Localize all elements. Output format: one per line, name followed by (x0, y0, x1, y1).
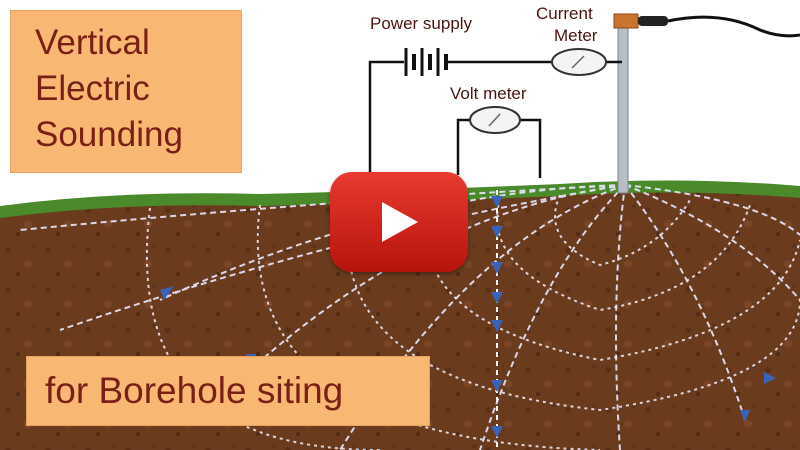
field-arrows (160, 196, 776, 438)
power-supply-label: Power supply (370, 14, 473, 33)
title-line-3: Sounding (35, 115, 183, 154)
current-meter-label-line-1: Current (536, 4, 593, 23)
current-meter-label-line-2: Meter (554, 26, 598, 45)
electrode-rod (617, 27, 629, 194)
title-line-1: Vertical (35, 23, 150, 62)
alligator-clip-icon (613, 13, 800, 38)
voltmeter-icon (469, 106, 521, 134)
equipotential-lines (145, 194, 800, 450)
play-button[interactable] (330, 172, 468, 272)
battery-icon (398, 48, 452, 76)
play-icon (382, 202, 418, 242)
subtitle-text: for Borehole siting (45, 370, 344, 411)
ammeter-icon (551, 48, 607, 76)
title-line-2: Electric (35, 69, 150, 108)
title-box: Vertical Electric Sounding (10, 10, 242, 173)
volt-meter-label: Volt meter (450, 84, 527, 103)
circuit-wires (368, 60, 622, 185)
subtitle-box: for Borehole siting (26, 356, 430, 426)
